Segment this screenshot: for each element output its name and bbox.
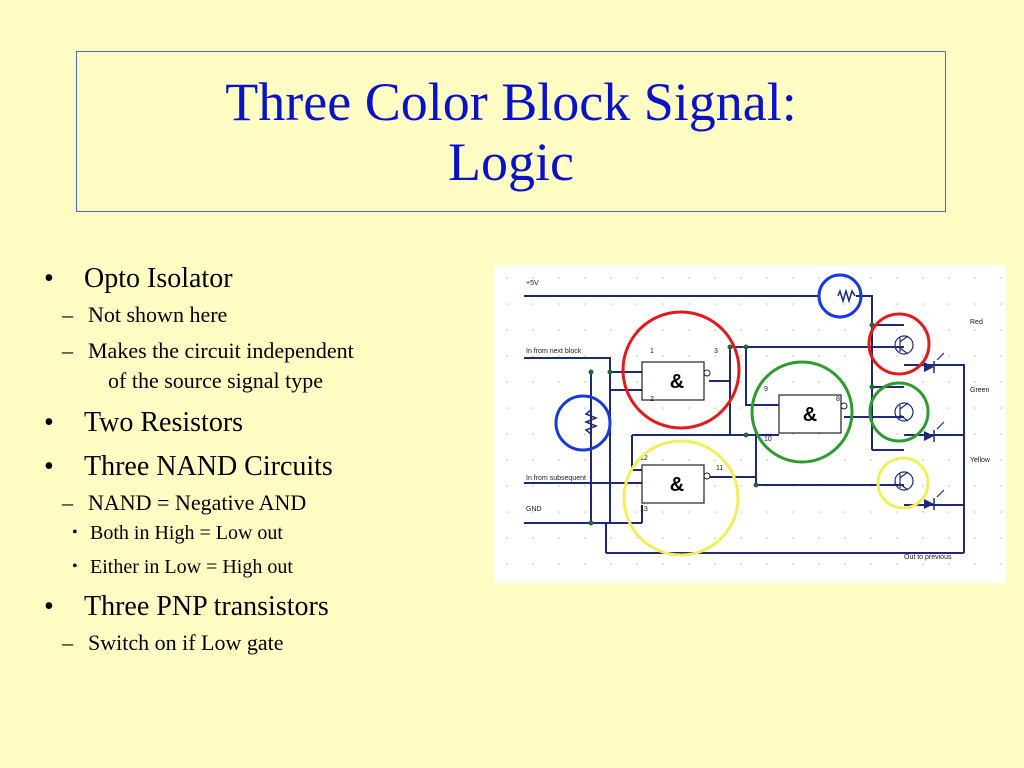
bullet-label: Three NAND Circuits [84,451,333,482]
bullet-label: Two Resistors [84,407,244,438]
wire-in-next [524,357,642,373]
nand-gate-3: & [641,464,711,504]
marker-red-gate [621,310,741,430]
sub-bullet-not-shown: Not shown here [44,300,494,330]
marker-green-transistor [868,381,930,443]
sub-list: Not shown here Makes the circuit indepen… [62,300,494,396]
resistor-left [583,409,599,435]
led-red-icon [924,362,934,372]
pin-g2-out: 8 [836,396,840,403]
label-gnd: GND [526,506,542,513]
circuit-diagram: & & & [494,265,1006,583]
label-in-next: In from next block [526,348,582,355]
pin-g1-in2: 2 [650,396,654,403]
bullet-label: Three PNP transistors [84,591,329,622]
transistor-yellow [894,471,914,491]
grid-dots [494,265,1006,583]
marker-blue-resistor-left [554,394,612,452]
bullet-opto-isolator: Opto Isolator Not shown here Makes the c… [44,262,494,396]
subsub-list: Both in High = Low out Either in Low = H… [72,520,494,580]
marker-yellow-gate [622,439,740,557]
gate-symbol: & [670,474,684,496]
pin-g2-in1: 9 [764,386,768,393]
bullet-label: Opto Isolator [84,263,233,294]
marker-circles [554,273,931,557]
sub-bullet-switch-on: Switch on if Low gate [44,628,494,658]
bullet-three-nand: Three NAND Circuits NAND = Negative AND … [44,450,494,580]
sub-list: NAND = Negative AND Both in High = Low o… [62,488,494,580]
bullet-three-pnp: Three PNP transistors Switch on if Low g… [44,590,494,658]
title-line-1: Three Color Block Signal: [225,71,797,132]
pin-g3-in1: 12 [640,455,648,462]
led-green-icon [924,431,934,441]
circuit-svg: & & & [494,265,1006,583]
nand-gate-2: & [778,394,848,434]
pin-g1-out: 3 [714,348,718,355]
transistors [894,335,914,491]
subsub-bullet-either-low: Either in Low = High out [44,554,494,580]
pin-g2-in2: 10 [764,436,772,443]
pin-g1-in1: 1 [650,348,654,355]
sub-bullet-text-wrap: of the source signal type [108,368,324,393]
nand-gate-1: & [641,361,711,401]
led-yellow-icon [924,499,934,509]
sub-bullet-independent: Makes the circuit independent of the sou… [44,336,494,396]
marker-red-transistor [867,312,931,376]
marker-yellow-transistor [876,456,930,510]
label-5v: +5V [526,280,539,287]
label-yellow: Yellow [970,457,991,464]
pin-g3-out: 11 [716,465,723,472]
wire-g3-out [709,476,904,486]
subsub-bullet-both-high: Both in High = Low out [44,520,494,546]
pin-g3-in2: 13 [640,506,648,513]
wire-g1-to-g2 [730,346,779,406]
transistor-green [894,402,914,422]
marker-green-gate [750,360,854,464]
bullet-list: Opto Isolator Not shown here Makes the c… [44,262,494,668]
label-in-subsequent: In from subsequent [526,475,586,482]
label-green: Green [970,387,990,394]
transistor-red [894,335,914,355]
bullet-two-resistors: Two Resistors [44,406,494,440]
sub-bullet-text: Makes the circuit independent [88,338,354,363]
gate-symbol: & [803,404,817,426]
title-box: Three Color Block Signal: Logic [76,51,946,212]
sub-bullet-nand-def: NAND = Negative AND Both in High = Low o… [44,488,494,580]
label-out-prev: Out to previous [904,554,952,561]
wire-g1-out [709,346,904,382]
slide-title: Three Color Block Signal: Logic [225,72,796,192]
gate-symbol: & [670,371,684,393]
sub-list: Switch on if Low gate [62,628,494,658]
marker-blue-resistor-top [817,273,863,319]
label-red: Red [970,319,983,326]
leds [924,352,945,510]
title-line-2: Logic [448,131,574,192]
sub-bullet-text: NAND = Negative AND [88,490,307,515]
resistor-top [837,288,856,304]
